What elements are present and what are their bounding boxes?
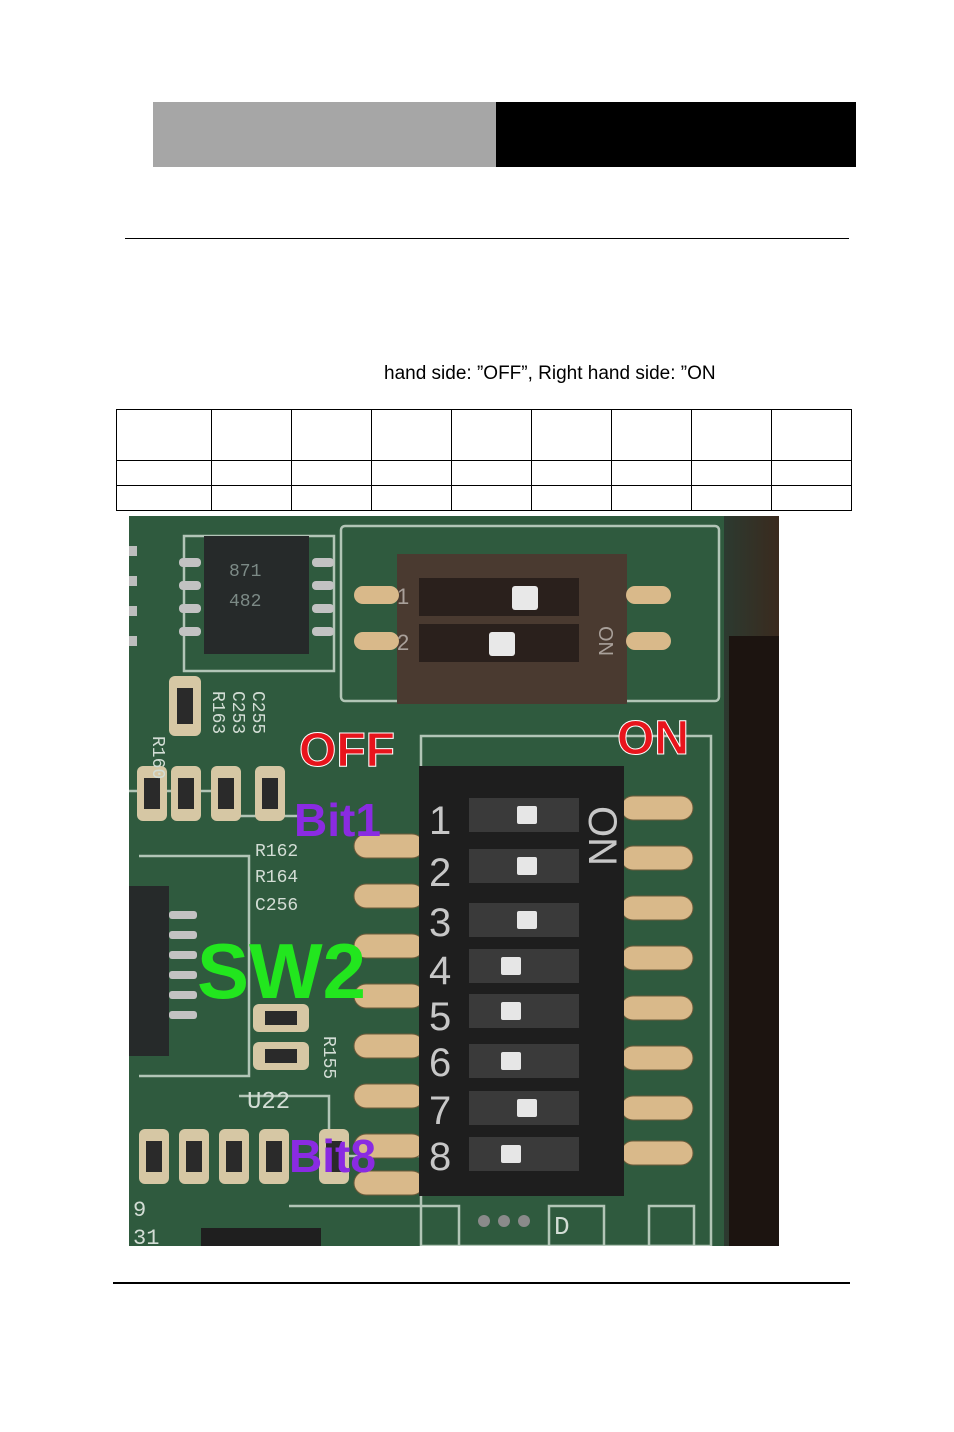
table-cell xyxy=(771,409,852,461)
table-row xyxy=(116,485,852,511)
pcb-mark-u22: U22 xyxy=(247,1089,290,1116)
off-label: OFF xyxy=(299,724,395,777)
table-cell xyxy=(116,485,212,511)
table-row xyxy=(116,409,852,461)
on-label: ON xyxy=(617,712,689,765)
pcb-mark-r162: R162 xyxy=(255,842,298,862)
pcb-mark-r164: R164 xyxy=(255,868,298,888)
table-row xyxy=(116,460,852,486)
table-cell xyxy=(771,460,852,486)
table-cell xyxy=(371,409,452,461)
sw2-num-6: 6 xyxy=(429,1041,451,1085)
sw2-dip-switch: 1 2 3 4 5 6 7 8 ON xyxy=(353,766,694,1196)
table-cell xyxy=(611,409,692,461)
table-cell xyxy=(771,485,852,511)
pcb-mark-r155: R155 xyxy=(318,1036,338,1079)
pcb-mark-r163: R163 xyxy=(207,691,227,734)
table-cell xyxy=(371,485,452,511)
table-cell xyxy=(451,409,532,461)
settings-table xyxy=(116,409,852,511)
small-switch-on-label: ON xyxy=(594,626,616,656)
pcb-mark-c253: C253 xyxy=(227,691,247,734)
table-cell xyxy=(291,460,372,486)
sw2-num-3: 3 xyxy=(429,901,451,945)
table-cell xyxy=(691,485,772,511)
table-cell xyxy=(116,409,212,461)
bottom-rule xyxy=(113,1282,850,1284)
table-cell xyxy=(531,460,612,486)
table-cell xyxy=(371,460,452,486)
small-switch-num-2: 2 xyxy=(397,630,409,655)
table-cell xyxy=(291,485,372,511)
table-cell xyxy=(451,485,532,511)
table-cell xyxy=(116,460,212,486)
sw2-on-label: ON xyxy=(580,806,624,866)
table-cell xyxy=(211,460,292,486)
left-ic-chip xyxy=(129,886,197,1056)
sw2-num-2: 2 xyxy=(429,851,451,895)
ic-chip: 871 482 xyxy=(179,536,334,654)
dip-switch-photo: 871 482 1 2 ON xyxy=(129,516,779,1246)
ic-mark-1: 871 xyxy=(229,562,261,582)
small-switch-num-1: 1 xyxy=(397,584,409,609)
top-rule xyxy=(125,238,849,239)
sw2-num-5: 5 xyxy=(429,995,451,1039)
table-cell xyxy=(211,485,292,511)
header-bar-black xyxy=(496,102,856,167)
header-bar-gray xyxy=(153,102,496,167)
table-cell xyxy=(611,485,692,511)
pcb-mark-r160: R160 xyxy=(147,736,167,779)
pcb-mark-9: 9 xyxy=(133,1198,146,1223)
table-cell xyxy=(531,485,612,511)
table-cell xyxy=(451,460,532,486)
table-cell xyxy=(531,409,612,461)
table-cell xyxy=(291,409,372,461)
table-cell xyxy=(611,460,692,486)
sw2-num-1: 1 xyxy=(429,799,451,843)
sw2-label: SW2 xyxy=(197,927,366,1015)
pcb-mark-31: 31 xyxy=(133,1226,159,1246)
bit1-label: Bit1 xyxy=(294,794,381,846)
switch-caption: hand side: ”OFF”, Right hand side: ”ON xyxy=(384,363,716,384)
small-dip-switch: 1 2 ON xyxy=(354,554,671,704)
sw2-num-4: 4 xyxy=(429,949,451,993)
ic-mark-2: 482 xyxy=(229,592,261,612)
table-cell xyxy=(691,460,772,486)
sw2-num-8: 8 xyxy=(429,1135,451,1179)
pcb-mark-c256: C256 xyxy=(255,896,298,916)
pcb-mark-d: D xyxy=(554,1212,570,1242)
passive-components xyxy=(137,676,349,1184)
pcb-mark-c255: C255 xyxy=(247,691,267,734)
table-cell xyxy=(691,409,772,461)
table-cell xyxy=(211,409,292,461)
bit8-label: Bit8 xyxy=(289,1130,376,1182)
sw2-num-7: 7 xyxy=(429,1089,451,1133)
